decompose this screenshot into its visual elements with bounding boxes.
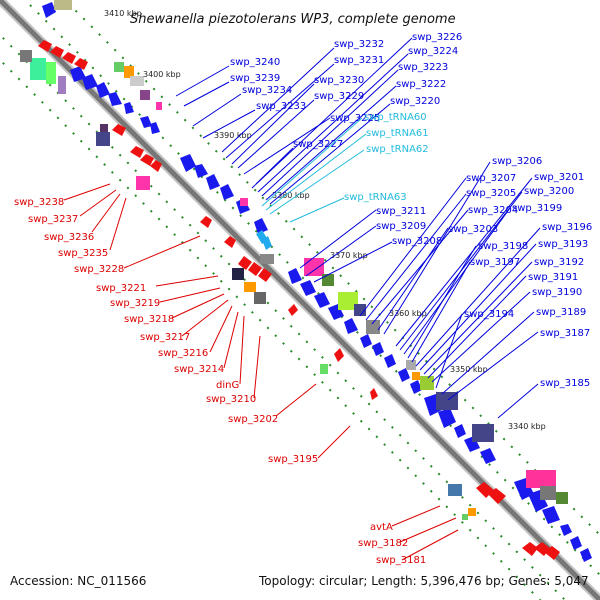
gene-label: swp_3207 [466,173,516,184]
gene-label: swp_3223 [398,62,448,73]
gene-label: swp_3236 [44,232,94,243]
gene-label: swp_3209 [376,221,426,232]
gene-label: swp_3191 [528,272,578,283]
gene-label: swp_3195 [268,454,318,465]
gene-label: swp_3202 [228,414,278,425]
gene-label: dinG [216,380,239,391]
gene-label: swp_3185 [540,378,590,389]
gene-label: swp_3190 [532,287,582,298]
gene-label: swp_3219 [110,298,160,309]
gene-label: swp_3220 [390,96,440,107]
gene-label: swp_3225 [330,113,380,124]
trna-label: swp_tRNA62 [366,144,429,155]
forward-labels: swp_3240 swp_3239 swp_3234 swp_3233 swp_… [175,32,592,419]
gene-label: swp_3208 [392,236,442,247]
gene-label: swp_3235 [58,248,108,259]
tick-label: 3370 kbp [330,251,368,260]
gene-label: swp_3240 [230,57,280,68]
gene-label: swp_3234 [242,85,292,96]
tick-label: 3380 kbp [272,191,310,200]
accession-text: Accession: NC_011566 [10,574,146,588]
gene-label: swp_3187 [540,328,590,339]
gene-label: swp_3214 [174,364,224,375]
map-title: Shewanella piezotolerans WP3, complete g… [130,12,456,27]
gene-label: swp_3232 [334,39,384,50]
gene-label: swp_3216 [158,348,208,359]
tick-label: 3340 kbp [508,422,546,431]
gene-label: swp_3199 [512,203,562,214]
gene-label: swp_3231 [334,55,384,66]
gene-label: swp_3204 [468,205,518,216]
trna-label: swp_tRNA60 [364,112,427,123]
gene-label: swp_3201 [534,172,584,183]
gene-label: swp_3221 [96,283,146,294]
gene-label: swp_3194 [464,309,514,320]
reverse-labels: swp_3238 swp_3237 swp_3236 swp_3235 swp_… [14,183,459,566]
gene-label: swp_3196 [542,222,592,233]
trna-label: swp_tRNA63 [344,192,407,203]
trna-label: swp_tRNA61 [366,128,429,139]
gene-label: swp_3238 [14,197,64,208]
gene-label: swp_3233 [256,101,306,112]
tick-label: 3400 kbp [143,70,181,79]
gene-label: swp_3224 [408,46,458,57]
gene-label: swp_3200 [524,186,574,197]
forward-gene-arrows [42,2,592,562]
gene-label: swp_3203 [448,224,498,235]
gene-label: avtA [370,522,393,533]
tick-label: 3410 kbp [104,9,142,18]
gene-label: swp_3192 [534,257,584,268]
gene-label: swp_3205 [466,188,516,199]
gene-label: swp_3182 [358,538,408,549]
gene-label: swp_3210 [206,394,256,405]
gene-label: swp_3193 [538,239,588,250]
gene-label: swp_3198 [478,241,528,252]
gene-label: swp_3229 [314,91,364,102]
trna-arrows [256,230,272,250]
reverse-gene-arrows [38,40,560,560]
gene-label: swp_3226 [412,32,462,43]
gene-label: swp_3237 [28,214,78,225]
gene-label: swp_3181 [376,555,426,566]
genome-summary: Topology: circular; Length: 5,396,476 bp… [258,574,589,588]
gene-label: swp_3217 [140,332,190,343]
gene-label: swp_3197 [470,257,520,268]
tick-label: 3360 kbp [389,309,427,318]
tick-label: 3390 kbp [214,131,252,140]
trna-labels: swp_tRNA60 swp_tRNA61 swp_tRNA62 swp_tRN… [261,112,429,223]
gene-label: swp_3230 [314,75,364,86]
gene-label: swp_3189 [536,307,586,318]
gene-label: swp_3239 [230,73,280,84]
gene-label: swp_3211 [376,206,426,217]
gene-label: swp_3222 [396,79,446,90]
gene-label: swp_3228 [74,264,124,275]
feature-boxes [20,0,568,520]
gene-label: swp_3227 [293,139,343,150]
gene-label: swp_3218 [124,314,174,325]
gene-label: swp_3206 [492,156,542,167]
